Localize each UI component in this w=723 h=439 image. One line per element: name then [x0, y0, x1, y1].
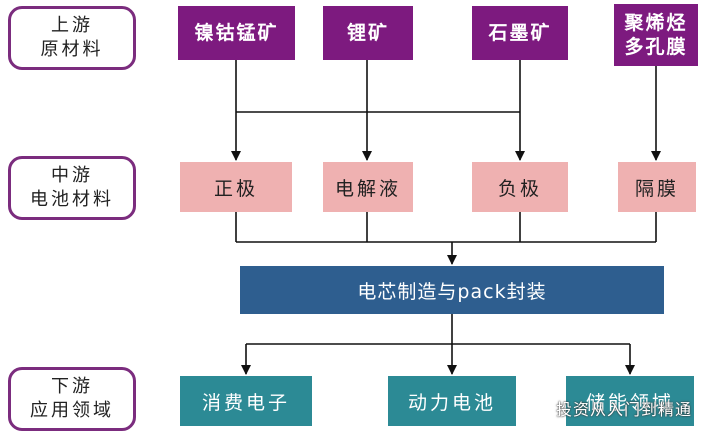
tier-downstream: 下游 应用领域	[8, 367, 136, 431]
tier-midstream-line1: 中游	[51, 165, 93, 186]
tier-upstream-line2: 原材料	[40, 39, 104, 60]
material-separator-label: 隔膜	[634, 177, 679, 200]
raw-nickel-cobalt-manganese-label: 镍钴锰矿	[194, 22, 279, 44]
raw-polyolefin-membrane: 聚烯烃 多孔膜	[614, 4, 698, 66]
core-cell-manufacturing: 电芯制造与pack封装	[240, 266, 664, 314]
material-anode: 负极	[472, 162, 568, 212]
material-electrolyte-label: 电解液	[334, 177, 401, 200]
material-anode-label: 负极	[497, 177, 542, 200]
raw-polyolefin-label: 聚烯烃	[624, 12, 688, 34]
raw-lithium: 锂矿	[323, 6, 413, 60]
app-power-battery-label: 动力电池	[407, 391, 496, 414]
raw-nickel-cobalt-manganese: 镍钴锰矿	[178, 6, 295, 60]
tier-downstream-line2: 应用领域	[30, 400, 114, 421]
app-power-battery: 动力电池	[388, 376, 516, 426]
tier-midstream-line2: 电池材料	[30, 189, 114, 210]
app-energy-storage: 储能领域	[566, 376, 694, 426]
tier-upstream-line1: 上游	[51, 15, 93, 36]
app-consumer-electronics-label: 消费电子	[201, 391, 290, 414]
material-electrolyte: 电解液	[323, 162, 413, 212]
app-energy-storage-label: 储能领域	[585, 391, 674, 414]
tier-midstream: 中游 电池材料	[8, 156, 136, 220]
raw-graphite-label: 石墨矿	[488, 22, 552, 44]
tier-downstream-line1: 下游	[51, 376, 93, 397]
tier-upstream: 上游 原材料	[8, 6, 136, 70]
app-consumer-electronics: 消费电子	[180, 376, 312, 426]
raw-graphite: 石墨矿	[472, 6, 568, 60]
material-cathode: 正极	[180, 162, 292, 212]
material-separator: 隔膜	[618, 162, 696, 212]
raw-porous-membrane-label: 多孔膜	[624, 36, 688, 58]
watermark-text: 投资从入门到精通	[556, 400, 693, 419]
core-cell-manufacturing-label: 电芯制造与pack封装	[357, 280, 547, 303]
material-cathode-label: 正极	[213, 177, 258, 200]
raw-lithium-label: 锂矿	[346, 22, 389, 44]
